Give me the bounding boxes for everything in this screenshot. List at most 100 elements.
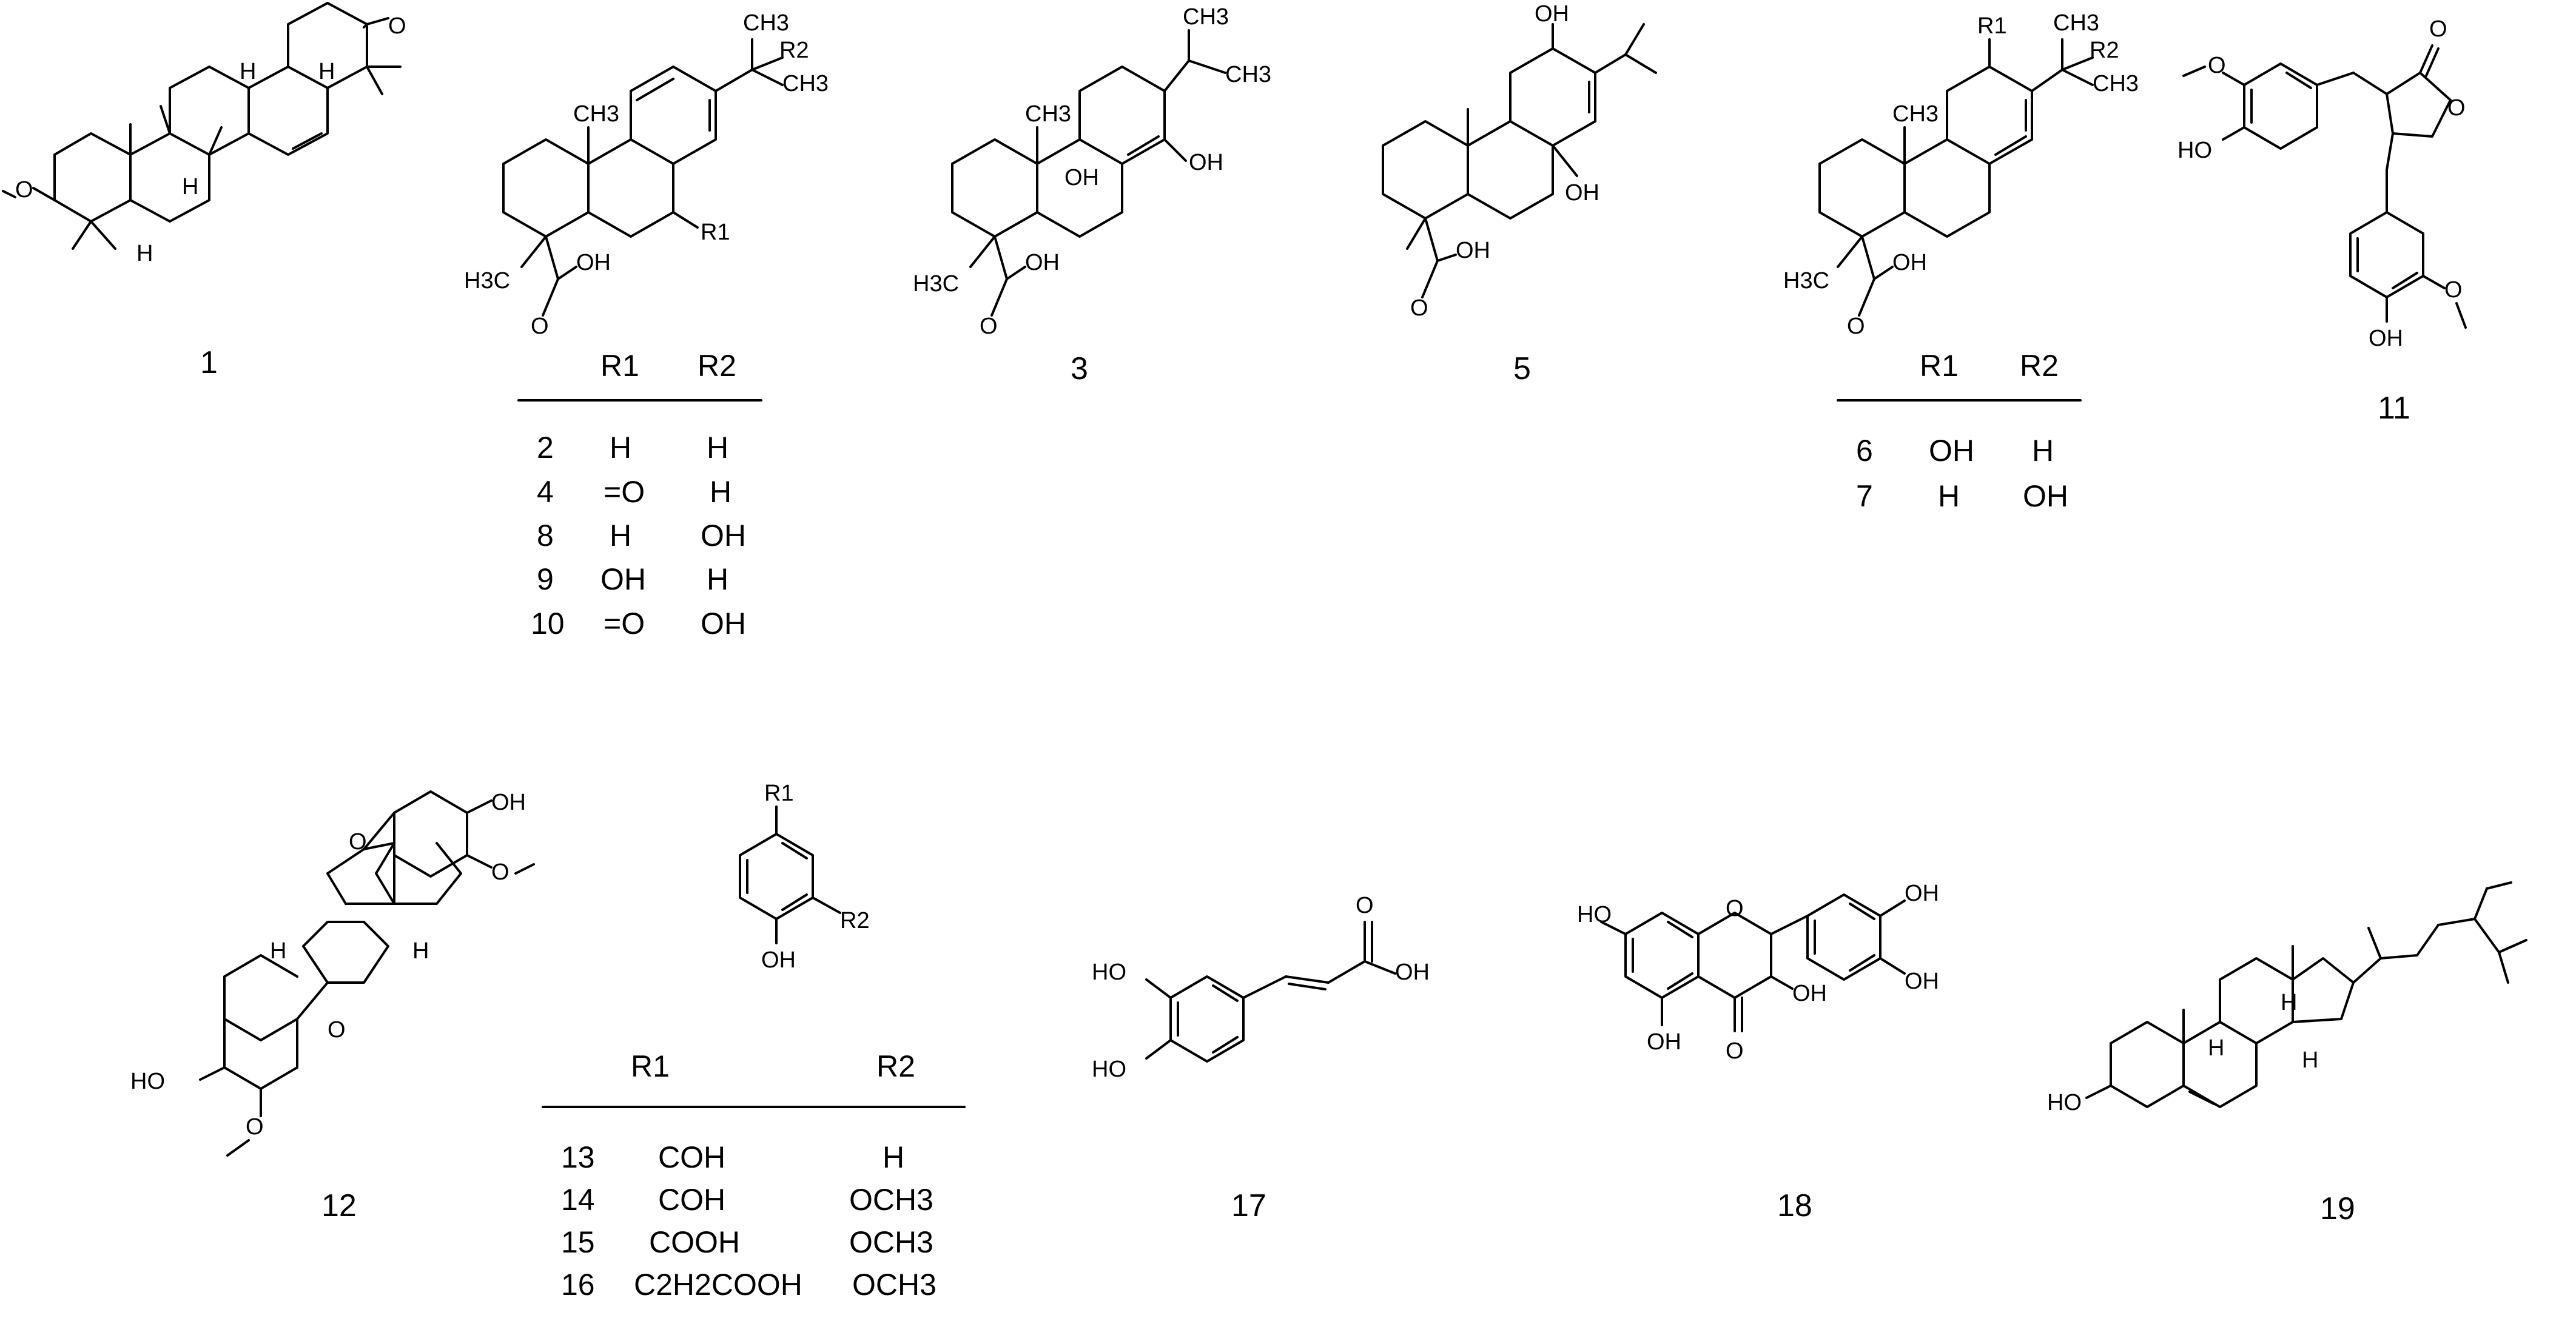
atom-label: O	[2429, 16, 2447, 42]
row-r1: OH	[600, 562, 646, 596]
atom-label: OH	[2369, 326, 2403, 351]
table-row: 16 C2H2COOH OCH3	[561, 1268, 937, 1302]
atom-label: O	[349, 829, 367, 855]
atom-label: H	[318, 59, 335, 84]
atom-label: HO	[2177, 138, 2212, 163]
row-r2: OH	[701, 607, 746, 641]
table-header-r2: R2	[876, 1049, 915, 1083]
table-row: 15 COOH OCH3	[561, 1225, 933, 1259]
row-id: 16	[561, 1268, 595, 1302]
atom-label: H	[412, 938, 429, 964]
atom-label: CH3	[1025, 101, 1071, 127]
atom-label: CH3	[743, 10, 789, 36]
atom-label: O	[15, 177, 33, 203]
table-header-r2: R2	[2020, 349, 2059, 383]
atom-label: O	[1726, 896, 1744, 921]
row-r1: H	[610, 519, 631, 553]
row-id: 7	[1856, 479, 1873, 513]
atom-label: H	[2208, 1035, 2224, 1061]
row-r1: COH	[658, 1183, 725, 1217]
row-r1: =O	[604, 475, 645, 509]
row-r1: OH	[1929, 434, 1974, 468]
atom-label: OH	[1905, 881, 1939, 906]
atom-label: H	[182, 174, 198, 200]
table-header-r1: R1	[1920, 349, 1959, 383]
table-phenol: R1 R2 13 COH H 14 COH OCH3 15 COOH OCH3 …	[542, 1049, 966, 1302]
atom-label: OH	[1792, 981, 1827, 1006]
atom-label: OH	[1905, 969, 1939, 994]
structure-19: HO H H H 19	[2047, 881, 2527, 1226]
row-r2: OCH3	[849, 1225, 933, 1259]
atom-label: O	[2447, 95, 2466, 121]
atom-label: HO	[1577, 902, 1612, 927]
atom-label: HO	[2047, 1090, 2082, 1115]
atom-label: R1	[701, 220, 730, 245]
atom-label: CH3	[1225, 62, 1271, 87]
row-r1: COH	[658, 1140, 725, 1174]
atom-label: OH	[1535, 1, 1569, 27]
table-header-r2: R2	[698, 349, 736, 383]
row-id: 10	[531, 607, 565, 641]
compound-number: 18	[1777, 1188, 1812, 1223]
atom-label: H3C	[913, 271, 959, 297]
row-r1: H	[610, 431, 631, 465]
atom-label: H3C	[464, 268, 510, 294]
atom-label: O	[2444, 277, 2463, 303]
atom-label: O	[980, 314, 998, 339]
row-r2: H	[2032, 434, 2054, 468]
atom-label: R2	[779, 38, 809, 63]
compound-number: 12	[321, 1188, 357, 1223]
structure-18: O O OH HO OH OH OH 18	[1577, 881, 1939, 1223]
atom-label: O	[491, 859, 509, 885]
row-r2: OH	[701, 519, 746, 553]
row-r2: H	[707, 431, 728, 465]
table-row: 6 OH H	[1856, 434, 2054, 468]
atom-label: OH	[491, 790, 526, 815]
atom-label: OH	[1456, 238, 1490, 263]
table-row: 7 H OH	[1856, 479, 2068, 513]
atom-label: OH	[1064, 165, 1099, 190]
atom-label: H3C	[1783, 268, 1829, 294]
atom-label: O	[1847, 314, 1865, 339]
table-row: 13 COH H	[561, 1140, 904, 1174]
atom-label: H	[240, 59, 256, 84]
atom-label: CH3	[2093, 71, 2139, 96]
table-abietane-diene: R1 R2 6 OH H 7 H OH	[1837, 349, 2082, 513]
atom-label: O	[388, 13, 406, 39]
atom-label: OH	[1892, 250, 1927, 275]
compound-number: 17	[1231, 1188, 1266, 1223]
atom-label: H	[2302, 1047, 2318, 1073]
row-r1: C2H2COOH	[634, 1268, 802, 1302]
atom-label: OH	[1189, 150, 1223, 175]
compound-number: 19	[2320, 1191, 2355, 1226]
structure-phenol: R1 R2 OH	[739, 781, 870, 973]
atom-label: R1	[1977, 13, 2007, 39]
row-id: 6	[1856, 434, 1873, 468]
compound-number: 11	[2378, 391, 2410, 426]
atom-label: OH	[576, 250, 611, 275]
atom-label: R1	[764, 781, 794, 806]
structure-abietane-aromatic: CH3 R2 CH3 CH3 R1 H3C OH O	[464, 10, 829, 339]
row-r2: H	[707, 562, 728, 596]
atom-label: H	[136, 241, 153, 266]
row-id: 8	[537, 519, 554, 553]
row-r2: H	[710, 475, 731, 509]
atom-label: OH	[1565, 180, 1599, 206]
row-id: 14	[561, 1183, 595, 1217]
row-r2: OH	[2023, 479, 2068, 513]
atom-label: O	[1410, 295, 1428, 321]
table-row: 2 H H	[537, 431, 728, 465]
atom-label: CH3	[1183, 4, 1229, 30]
atom-label: O	[1726, 1038, 1744, 1064]
row-id: 13	[561, 1140, 595, 1174]
atom-label: O	[328, 1017, 346, 1043]
atom-label: CH3	[573, 101, 619, 127]
row-r1: H	[1938, 479, 1960, 513]
atom-label: CH3	[2053, 10, 2099, 36]
table-row: 4 =O H	[537, 475, 731, 509]
structure-3: CH3 CH3 OH CH3 OH H3C OH O 3	[913, 4, 1271, 386]
atom-label: O	[1356, 893, 1374, 918]
compound-number: 5	[1513, 351, 1531, 386]
atom-label: O	[246, 1114, 264, 1140]
structure-5: OH OH OH O 5	[1382, 1, 1657, 386]
